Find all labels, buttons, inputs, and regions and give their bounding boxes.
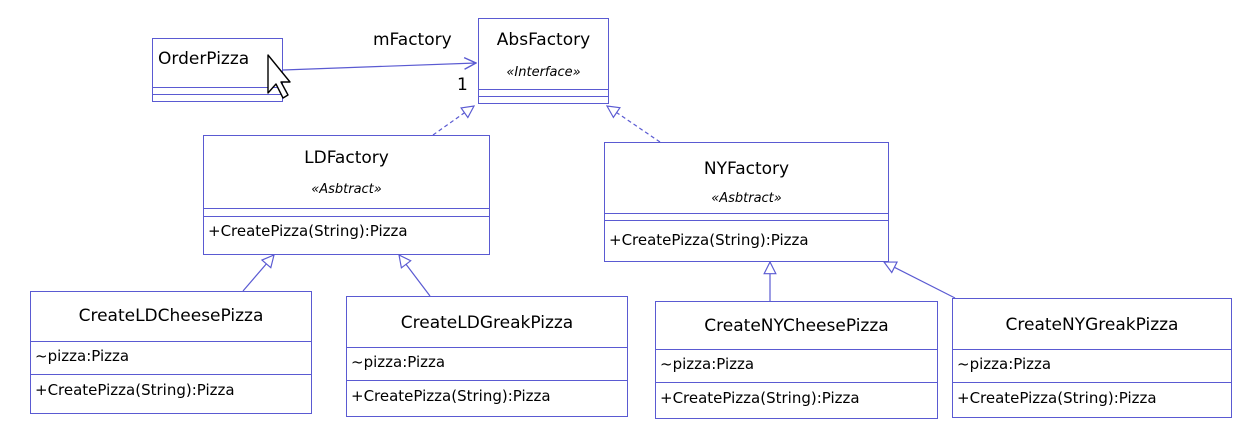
class-name: NYFactory — [703, 159, 790, 179]
class-name: CreateLDGreakPizza — [400, 313, 574, 333]
operation-compartment-divider — [605, 220, 888, 221]
class-name: OrderPizza — [158, 49, 250, 69]
attribute-compartment-divider — [953, 349, 1231, 350]
realization-nyfactory-absfactory[interactable] — [607, 106, 661, 143]
class-stereotype: «Asbtract» — [711, 191, 782, 206]
attribute-compartment-divider — [605, 213, 888, 214]
class-ld-factory[interactable]: LDFactory «Asbtract» +CreatePizza(String… — [203, 135, 490, 255]
class-name: LDFactory — [304, 148, 389, 168]
realization-ldfactory-absfactory[interactable] — [432, 106, 474, 136]
association-role-label: mFactory — [373, 30, 452, 50]
class-attribute: ~pizza:Pizza — [660, 355, 755, 373]
operation-compartment-divider — [656, 382, 937, 383]
operation-compartment-divider — [31, 374, 311, 375]
class-attribute: ~pizza:Pizza — [35, 347, 130, 365]
attribute-compartment-divider — [347, 347, 627, 348]
class-create-ny-cheese-pizza[interactable]: CreateNYCheesePizza ~pizza:Pizza +Create… — [655, 301, 938, 419]
operation-compartment-divider — [953, 382, 1231, 383]
class-create-ny-greak-pizza[interactable]: CreateNYGreakPizza ~pizza:Pizza +CreateP… — [952, 298, 1232, 418]
class-create-ld-greak-pizza[interactable]: CreateLDGreakPizza ~pizza:Pizza +CreateP… — [346, 296, 628, 417]
association-multiplicity-label: 1 — [457, 75, 468, 95]
association-line[interactable] — [282, 63, 476, 71]
attribute-compartment-divider — [204, 208, 489, 209]
class-operation: +CreatePizza(String):Pizza — [660, 389, 860, 407]
operation-compartment-divider — [204, 216, 489, 217]
class-abs-factory[interactable]: AbsFactory «Interface» — [478, 18, 609, 104]
class-attribute: ~pizza:Pizza — [351, 353, 446, 371]
attribute-compartment-divider — [656, 349, 937, 350]
class-ny-factory[interactable]: NYFactory «Asbtract» +CreatePizza(String… — [604, 142, 889, 262]
class-name: AbsFactory — [496, 30, 591, 50]
class-operation: +CreatePizza(String):Pizza — [35, 381, 235, 399]
attribute-compartment-divider — [31, 341, 311, 342]
attribute-compartment-divider — [153, 87, 282, 88]
class-stereotype: «Interface» — [506, 65, 581, 80]
generalization-nygreak-nyfactory[interactable] — [884, 262, 956, 299]
mouse-pointer-icon — [267, 54, 291, 99]
operation-compartment-divider — [347, 380, 627, 381]
class-create-ld-cheese-pizza[interactable]: CreateLDCheesePizza ~pizza:Pizza +Create… — [30, 291, 312, 414]
operation-compartment-divider — [153, 94, 282, 95]
class-order-pizza[interactable]: OrderPizza — [152, 38, 283, 102]
class-name: CreateNYGreakPizza — [1005, 315, 1179, 335]
attribute-compartment-divider — [479, 89, 608, 90]
class-operation: +CreatePizza(String):Pizza — [957, 389, 1157, 407]
class-operation: +CreatePizza(String):Pizza — [208, 222, 408, 240]
class-stereotype: «Asbtract» — [311, 182, 382, 197]
class-name: CreateLDCheesePizza — [78, 306, 264, 326]
class-operation: +CreatePizza(String):Pizza — [351, 387, 551, 405]
generalization-ldcheese-ldfactory[interactable] — [242, 255, 274, 292]
class-attribute: ~pizza:Pizza — [957, 355, 1052, 373]
class-operation: +CreatePizza(String):Pizza — [609, 231, 809, 249]
class-name: CreateNYCheesePizza — [704, 316, 889, 336]
generalization-ldgreak-ldfactory[interactable] — [399, 255, 431, 297]
operation-compartment-divider — [479, 96, 608, 97]
